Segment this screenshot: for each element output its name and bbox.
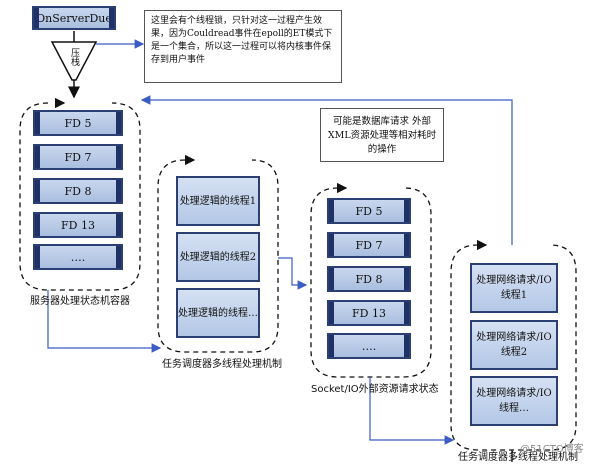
c4-item: 处理网络请求/IO线程2 xyxy=(470,320,558,370)
c4-item: 处理网络请求/IO线程… xyxy=(470,376,558,426)
c4-item-label: 处理网络请求/IO线程… xyxy=(476,388,552,414)
on-server-due-label: OnServerDue xyxy=(36,11,112,25)
note-top-text: 这里会有个线程锁，只针对这一过程产生效果，因为Couldread事件在epoll… xyxy=(151,16,333,65)
c1-item: FD 5 xyxy=(33,110,123,136)
c2-item: 处理逻辑的线程… xyxy=(176,288,260,338)
container4-label: 任务调度器多线程处理机制 xyxy=(458,452,578,463)
c2-item: 处理逻辑的线程1 xyxy=(176,176,260,226)
c3-item: FD 5 xyxy=(327,198,411,224)
note-right-text: 可能是数据库请求 外部XML资源处理等相对耗时的操作 xyxy=(327,116,437,155)
on-server-due-box: OnServerDue xyxy=(32,6,116,30)
c3-item-label: FD 5 xyxy=(355,204,383,218)
container3-border xyxy=(310,187,432,378)
note-top: 这里会有个线程锁，只针对这一过程产生效果，因为Couldread事件在epoll… xyxy=(144,10,342,83)
container4-border xyxy=(450,244,577,451)
c2-item: 处理逻辑的线程2 xyxy=(176,232,260,282)
container1-border xyxy=(19,102,141,291)
c1-item-label: FD 13 xyxy=(61,218,95,232)
c3-item-label: FD 13 xyxy=(352,306,386,320)
connector-c3-c4 xyxy=(369,377,455,445)
c1-item: FD 7 xyxy=(33,144,123,170)
funnel-shape xyxy=(50,41,98,81)
c4-item-label: 处理网络请求/IO线程1 xyxy=(476,275,552,301)
funnel-label: 压栈 xyxy=(69,48,79,66)
c1-item-label: …. xyxy=(70,250,86,264)
c3-item: FD 7 xyxy=(327,232,411,258)
watermark: @51CTO博客 xyxy=(520,444,584,455)
container1-label: 服务器处理状态机容器 xyxy=(30,296,130,307)
c3-item: FD 13 xyxy=(327,300,411,326)
container2-label: 任务调度器多线程处理机制 xyxy=(162,359,282,370)
container3-label: Socket/IO外部资源请求状态 xyxy=(311,384,439,395)
c1-item: FD 8 xyxy=(33,178,123,204)
c3-item: …. xyxy=(327,333,411,359)
c2-item-label: 处理逻辑的线程… xyxy=(178,307,258,319)
c1-item: …. xyxy=(33,244,123,270)
c3-item-label: FD 7 xyxy=(355,238,383,252)
c2-item-label: 处理逻辑的线程2 xyxy=(179,251,257,263)
note-right: 可能是数据库请求 外部XML资源处理等相对耗时的操作 xyxy=(320,108,444,162)
c1-item: FD 13 xyxy=(33,212,123,238)
connector-c2-c3 xyxy=(278,257,308,290)
c1-item-label: FD 8 xyxy=(64,184,92,198)
c1-item-label: FD 5 xyxy=(64,116,92,130)
c4-item: 处理网络请求/IO线程1 xyxy=(470,263,558,313)
c3-item-label: …. xyxy=(361,339,377,353)
connector-c4-c1 xyxy=(140,95,513,245)
c2-item-label: 处理逻辑的线程1 xyxy=(179,195,257,207)
c3-item-label: FD 8 xyxy=(355,272,383,286)
c4-item-label: 处理网络请求/IO线程2 xyxy=(476,332,552,358)
connector-c1-c2 xyxy=(47,290,162,353)
c3-item: FD 8 xyxy=(327,266,411,292)
c1-item-label: FD 7 xyxy=(64,150,92,164)
